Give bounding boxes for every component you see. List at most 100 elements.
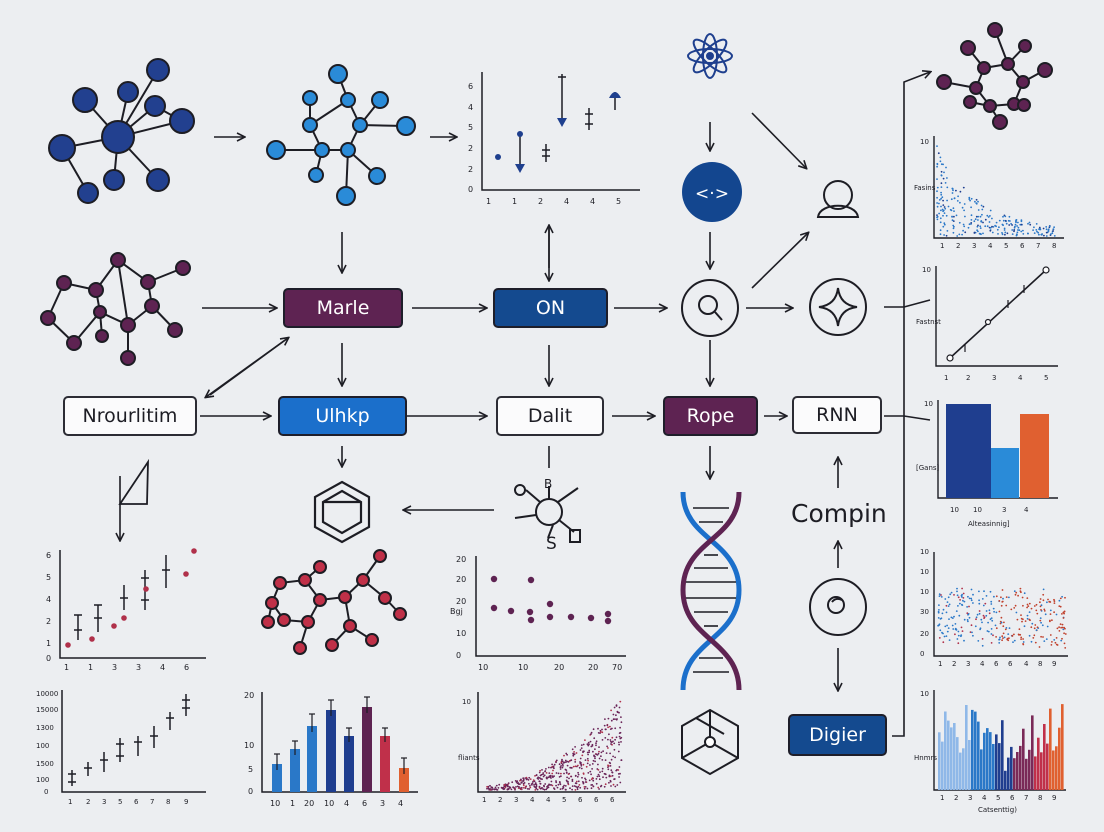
density-dot — [538, 771, 541, 774]
scatter-dense-dot — [939, 629, 942, 632]
scatter-dense-dot — [1039, 598, 1042, 600]
density-dot — [562, 765, 564, 767]
scatter-decay-dot — [975, 215, 978, 218]
scatter-dense-dot — [978, 590, 980, 593]
density-dot — [521, 781, 523, 783]
scatter-decay-dot — [1017, 226, 1020, 229]
histogram-bar — [995, 734, 998, 790]
svg-text:1: 1 — [938, 660, 942, 668]
svg-text:100: 100 — [36, 742, 49, 750]
density-dot — [617, 769, 620, 771]
svg-text:5: 5 — [996, 794, 1000, 802]
density-dot — [594, 748, 596, 751]
density-dot — [539, 769, 541, 772]
density-dot — [598, 750, 600, 753]
svg-text:4: 4 — [988, 242, 993, 250]
density-dot — [615, 736, 618, 739]
scatter-dense-dot — [1042, 593, 1045, 596]
density-dot — [542, 788, 545, 790]
scatter-dense-dot — [951, 624, 954, 627]
scatter-dense-dot — [1058, 599, 1061, 602]
svg-text:2: 2 — [538, 197, 543, 206]
scatter-dense-dot — [944, 598, 947, 600]
density-dot — [543, 774, 546, 777]
density-dot — [598, 778, 601, 781]
svg-text:1: 1 — [68, 798, 72, 806]
density-dot — [579, 757, 582, 760]
bar — [290, 749, 300, 792]
svg-text:7: 7 — [150, 798, 154, 806]
density-dot — [490, 786, 493, 788]
node-rope[interactable]: Rope — [663, 396, 758, 436]
scatter-dense-dot — [1021, 596, 1024, 599]
density-dot — [526, 788, 529, 790]
density-dot — [540, 773, 543, 776]
scatter-dense-dot — [1005, 604, 1008, 607]
scatter-dense-dot — [1059, 605, 1062, 608]
svg-text:10: 10 — [920, 588, 929, 596]
scatter-dense-dot — [967, 613, 969, 616]
histogram-bar — [1052, 750, 1055, 790]
node-on-label: ON — [535, 297, 566, 319]
scatter-dense-dot — [946, 630, 949, 633]
density-dot — [586, 757, 589, 760]
scatter-dense-dot — [1044, 613, 1047, 616]
density-dot — [564, 788, 567, 791]
scatter-dense-dot — [989, 618, 992, 621]
scatter-dense-dot — [1049, 613, 1052, 615]
scatter-dense-dot — [1035, 603, 1038, 606]
scatter-decay-dot — [1048, 225, 1051, 228]
node-dalit[interactable]: Dalit — [496, 396, 604, 436]
density-dot — [577, 773, 580, 776]
density-dot — [571, 780, 574, 782]
density-dot — [608, 733, 610, 736]
density-dot — [569, 766, 572, 769]
histogram-bar — [977, 721, 980, 790]
scatter-decay-dot — [977, 200, 979, 203]
svg-text:0: 0 — [468, 185, 473, 194]
node-marle[interactable]: Marle — [283, 288, 403, 328]
svg-text:20: 20 — [456, 597, 466, 606]
svg-text:5: 5 — [46, 573, 51, 582]
density-dot — [552, 769, 554, 772]
density-dot — [585, 765, 588, 768]
scatter-dense-dot — [961, 630, 964, 632]
density-dot — [538, 785, 541, 788]
scatter-dense-dot — [972, 602, 974, 604]
node-rnn[interactable]: RNN — [792, 396, 882, 434]
svg-text:[Gans]: [Gans] — [916, 464, 940, 472]
density-dot — [548, 772, 551, 774]
scatter-dense-dot — [963, 639, 965, 642]
node-ulhkp[interactable]: Ulhkp — [278, 396, 407, 436]
density-dot — [589, 764, 591, 766]
scatter-dense-dot — [1016, 618, 1019, 621]
density-dot — [598, 788, 600, 790]
svg-text:4: 4 — [1024, 660, 1029, 668]
scatter-dense-dot — [1023, 592, 1026, 595]
density-dot — [595, 753, 598, 756]
node-digier[interactable]: Digier — [788, 714, 887, 756]
density-dot — [595, 742, 597, 745]
density-dot — [555, 759, 558, 762]
scatter-dense-dot — [1006, 638, 1009, 641]
scatter-decay-dot — [946, 230, 949, 232]
scatter-dense-dot — [1013, 633, 1015, 636]
density-dot — [580, 763, 583, 766]
scatter-decay-dot — [938, 202, 940, 205]
histogram-bar — [974, 711, 977, 790]
scatter-decay-dot — [968, 198, 971, 201]
density-dot — [615, 714, 617, 717]
svg-text:6: 6 — [184, 663, 189, 672]
scatter-dense-dot — [957, 630, 960, 633]
scatter-decay-dot — [1033, 226, 1035, 229]
scatter-dense-dot — [938, 637, 941, 639]
node-on[interactable]: ON — [493, 288, 608, 328]
svg-text:3: 3 — [380, 799, 385, 808]
svg-text:4: 4 — [160, 663, 165, 672]
density-dot — [560, 775, 562, 777]
scatter-dense-dot — [980, 618, 983, 621]
density-dot — [495, 788, 497, 790]
density-dot — [529, 778, 532, 780]
node-nrourlitim[interactable]: Nrourlitim — [63, 396, 197, 436]
